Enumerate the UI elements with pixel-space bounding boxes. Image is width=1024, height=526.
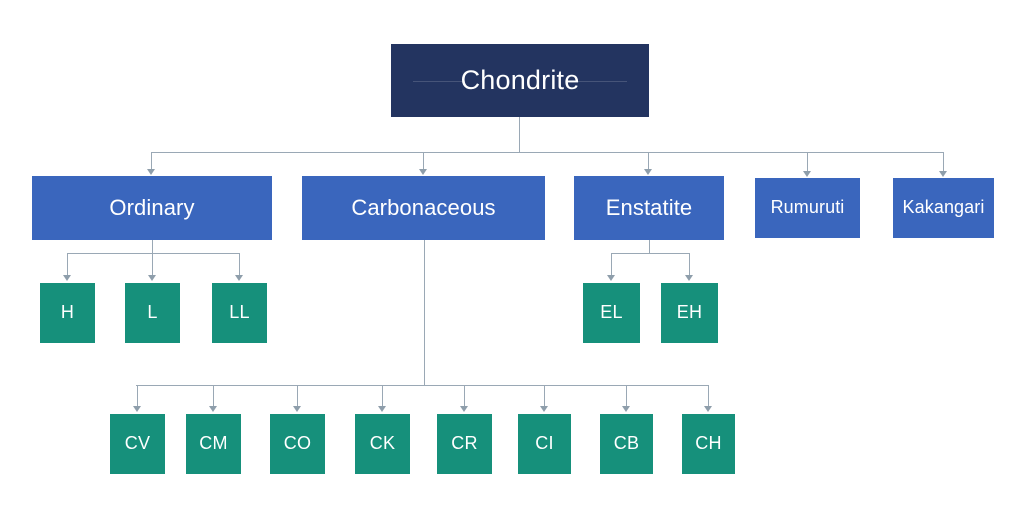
node-label: CO [283,433,312,454]
node-ck[interactable]: CK [355,414,410,474]
arrowhead-ck [378,406,386,412]
node-label: Kakangari [902,197,985,218]
node-label: EL [600,302,623,323]
node-cv[interactable]: CV [110,414,165,474]
arrowhead-eh [685,275,693,281]
node-label: Carbonaceous [351,194,496,220]
node-chondrite[interactable]: Chondrite [391,44,649,117]
connector-drop-enstatite [648,152,649,170]
arrowhead-cr [460,406,468,412]
arrowhead-ch [704,406,712,412]
arrowhead-carbonaceous [419,169,427,175]
node-ch[interactable]: CH [682,414,735,474]
node-label: CM [199,433,228,454]
connector-drop-carbonaceous [423,152,424,170]
node-kakangari[interactable]: Kakangari [893,178,994,238]
node-ordinary[interactable]: Ordinary [32,176,272,240]
connector-drop-h [67,253,68,276]
arrowhead-ordinary [147,169,155,175]
connector-drop-cm [213,385,214,407]
node-rumuruti[interactable]: Rumuruti [755,178,860,238]
node-cb[interactable]: CB [600,414,653,474]
node-l[interactable]: L [125,283,180,343]
arrowhead-co [293,406,301,412]
arrowhead-el [607,275,615,281]
node-co[interactable]: CO [270,414,325,474]
arrowhead-enstatite [644,169,652,175]
arrowhead-ll [235,275,243,281]
connector-drop-cb [626,385,627,407]
node-ll[interactable]: LL [212,283,267,343]
node-label: CI [535,433,554,454]
connector-enstatite-bus [611,253,690,254]
connector-drop-rumuruti [807,152,808,172]
connector-drop-eh [689,253,690,276]
node-label: EH [676,302,703,323]
arrowhead-l [148,275,156,281]
connector-drop-ch [708,385,709,407]
arrowhead-ci [540,406,548,412]
arrowhead-h [63,275,71,281]
node-label: LL [229,302,250,323]
node-label: CK [369,433,396,454]
connector-groups-bus [151,152,944,153]
connector-carbonaceous-stem [424,240,425,385]
connector-ordinary-stem [152,240,153,253]
arrowhead-cb [622,406,630,412]
node-label: L [147,302,158,323]
node-eh[interactable]: EH [661,283,718,343]
node-label: H [60,302,75,323]
connector-drop-ll [239,253,240,276]
node-enstatite[interactable]: Enstatite [574,176,724,240]
connector-drop-cr [464,385,465,407]
node-ci[interactable]: CI [518,414,571,474]
node-label: Rumuruti [770,197,845,218]
connector-drop-ck [382,385,383,407]
node-label: CH [695,433,722,454]
connector-drop-kakangari [943,152,944,172]
connector-drop-ordinary [151,152,152,170]
connector-drop-ci [544,385,545,407]
node-label: Enstatite [605,194,693,220]
arrowhead-rumuruti [803,171,811,177]
node-h[interactable]: H [40,283,95,343]
root-rule-left [413,80,465,82]
node-label: CB [613,433,640,454]
connector-drop-co [297,385,298,407]
node-cr[interactable]: CR [437,414,492,474]
connector-drop-el [611,253,612,276]
connector-drop-cv [137,385,138,407]
node-carbonaceous[interactable]: Carbonaceous [302,176,545,240]
arrowhead-cv [133,406,141,412]
arrowhead-kakangari [939,171,947,177]
connector-carbonaceous-bus [136,385,708,386]
node-label: CV [124,433,151,454]
node-label: Ordinary [109,194,195,220]
connector-enstatite-stem [649,240,650,253]
connector-ordinary-bus [67,253,240,254]
node-label: Chondrite [460,64,580,95]
node-cm[interactable]: CM [186,414,241,474]
root-rule-right [575,80,627,82]
connector-drop-l [152,253,153,276]
node-label: CR [451,433,478,454]
connector-root-stem [519,117,520,152]
node-el[interactable]: EL [583,283,640,343]
arrowhead-cm [209,406,217,412]
